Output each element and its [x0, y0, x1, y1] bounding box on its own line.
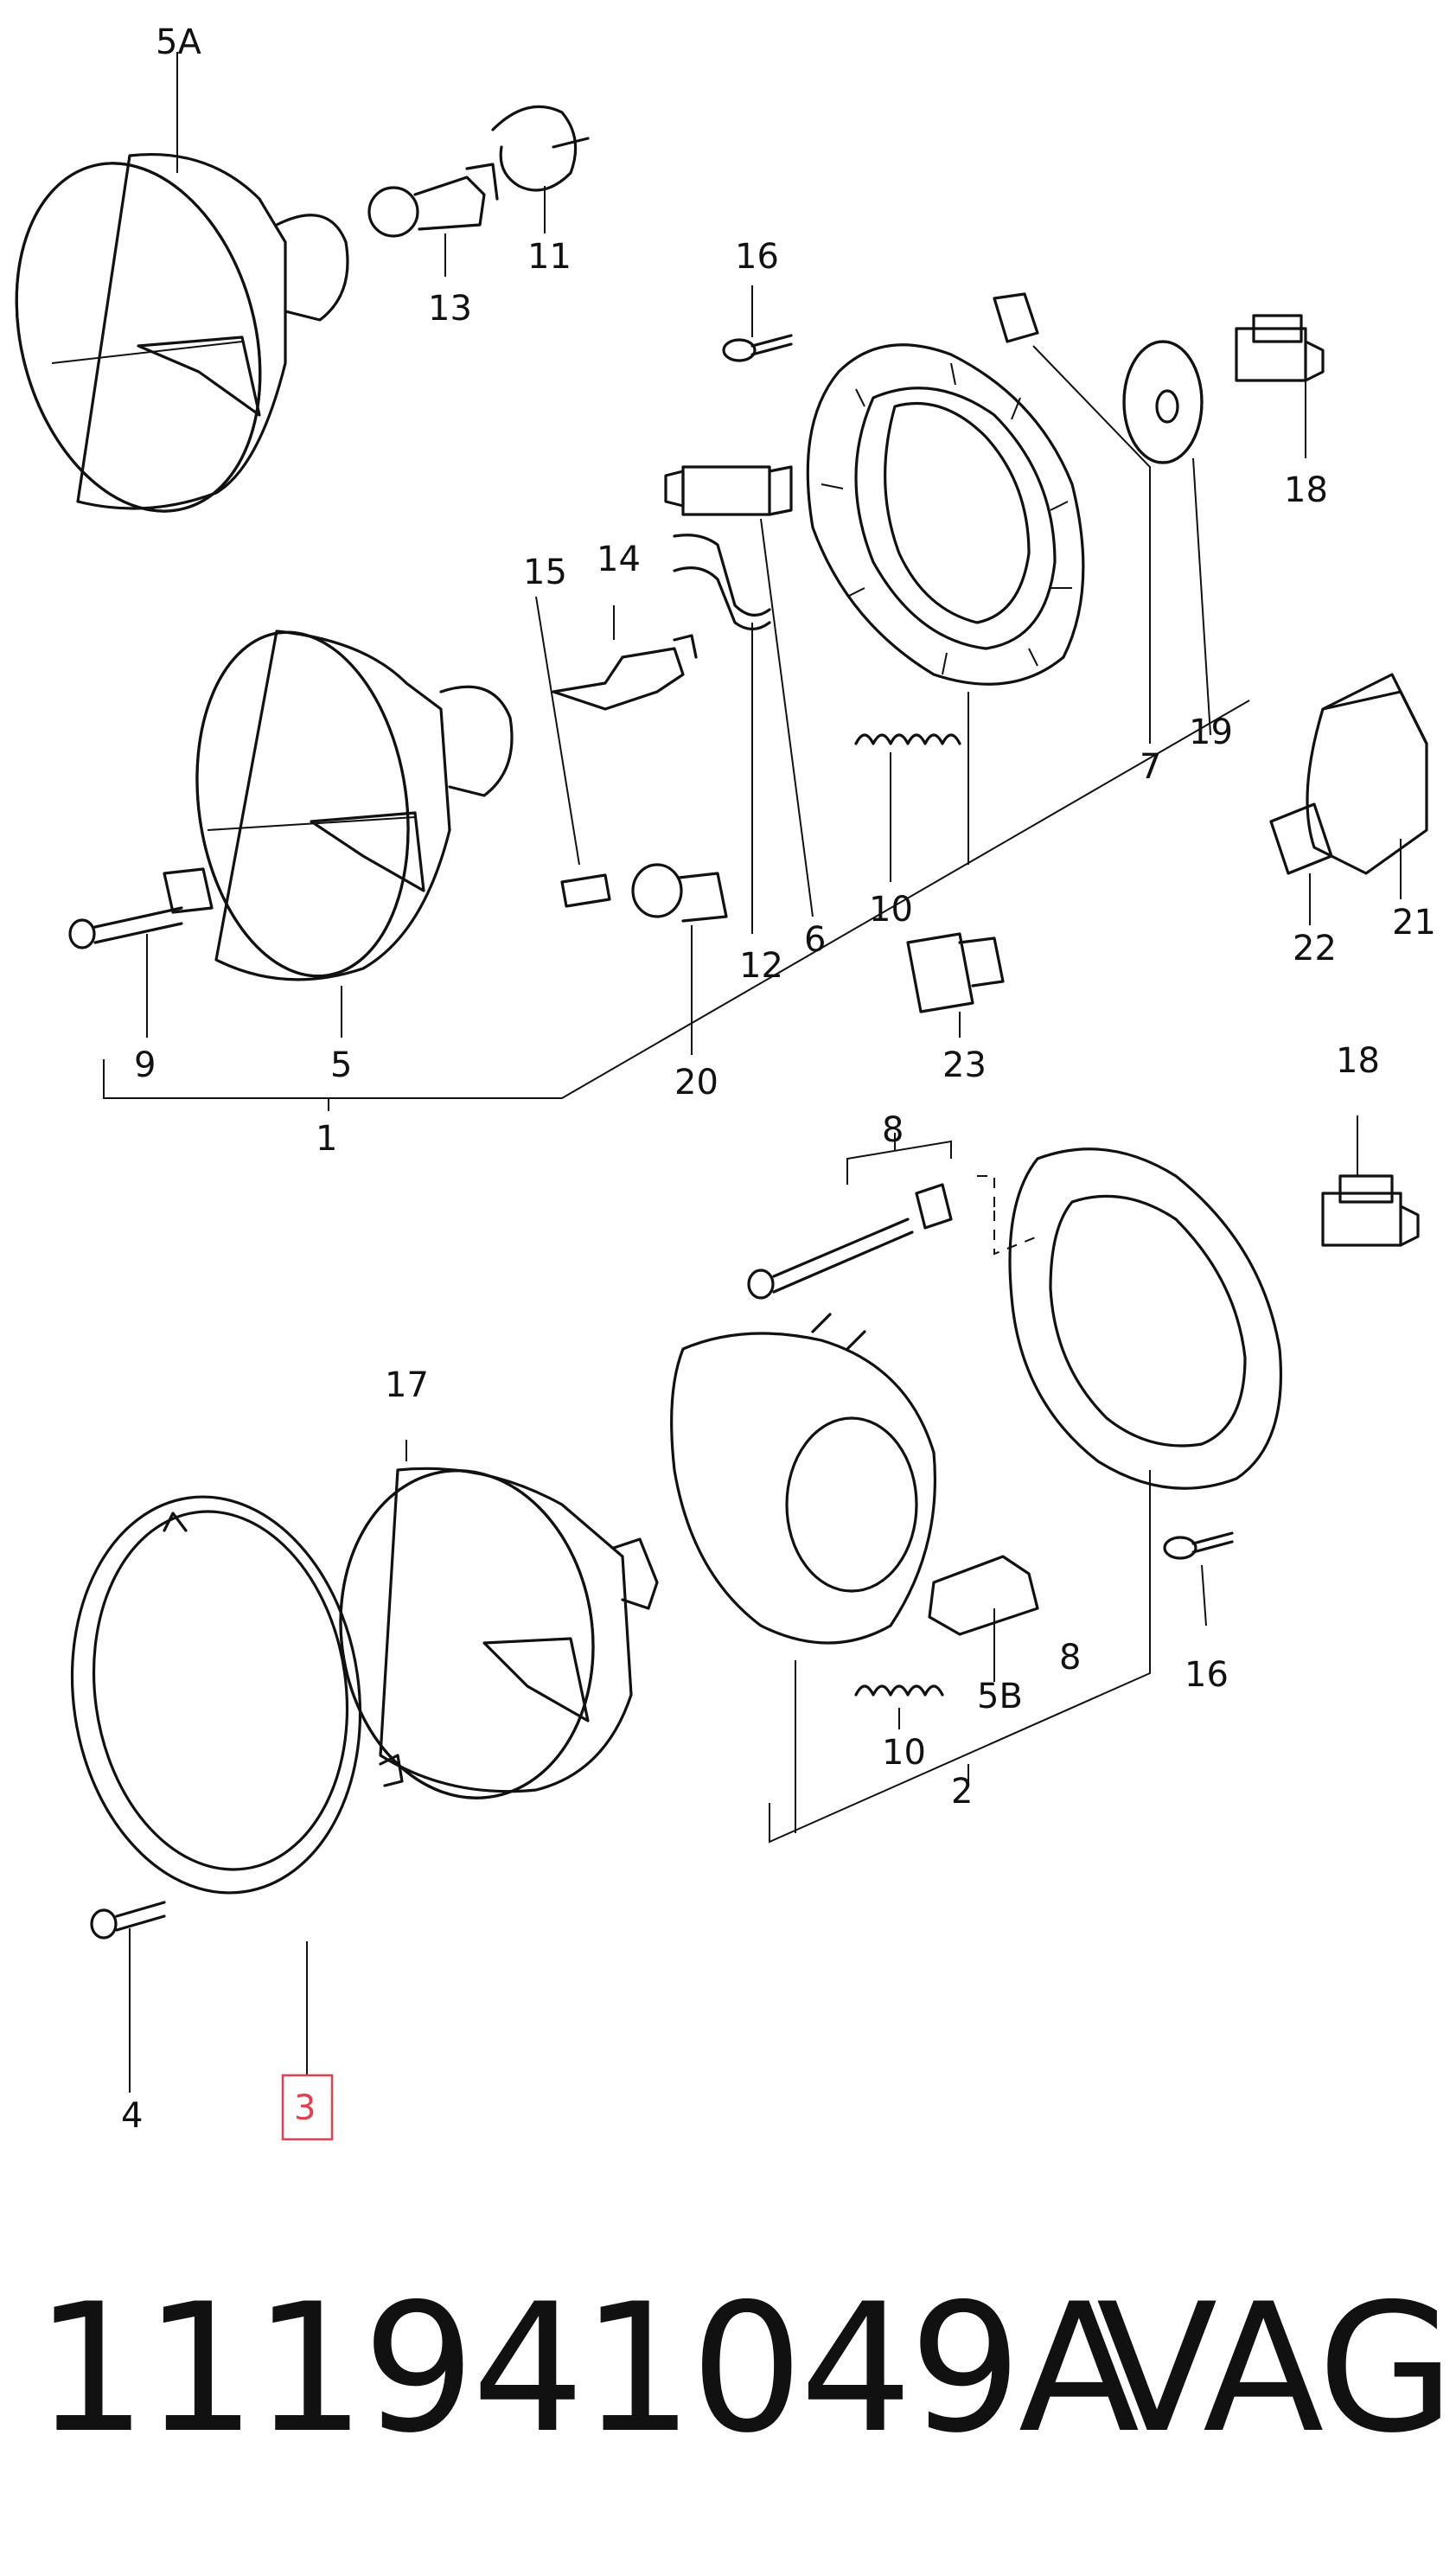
- callout-18: 18: [1284, 470, 1328, 510]
- mounting-frame-lower: [1008, 1147, 1283, 1490]
- trim-ring-3: [70, 1495, 404, 1895]
- retaining-clip-11: [491, 105, 590, 192]
- connector-23: [906, 932, 1005, 1013]
- callout-1: 1: [316, 1119, 337, 1159]
- highlighted-part-box: [281, 2074, 334, 2141]
- adjuster-screw-9: [68, 867, 214, 949]
- callout-11: 11: [527, 237, 572, 277]
- leader-lines: [103, 52, 1402, 2093]
- lamp-housing-21: [1269, 673, 1428, 875]
- exploded-headlight-diagram: 5A 11 13 16 18 15 14 12 6 7 19 10 20 9 5…: [15, 22, 1436, 2141]
- callout-22: 22: [1293, 929, 1337, 968]
- callout-23: 23: [942, 1045, 987, 1085]
- callout-18-lower: 18: [1336, 1041, 1380, 1081]
- screw-16-lower: [1163, 1531, 1234, 1560]
- screw-4: [90, 1901, 166, 1940]
- callout-7: 7: [1140, 747, 1161, 787]
- callout-15: 15: [523, 553, 567, 592]
- headlight-insert-5A: [15, 152, 349, 513]
- callout-19: 19: [1189, 713, 1233, 752]
- callout-17: 17: [385, 1365, 429, 1405]
- clip-7: [993, 292, 1039, 343]
- connector-18-lower: [1321, 1174, 1420, 1247]
- connector-18: [1235, 314, 1325, 382]
- callout-10-lower: 10: [882, 1733, 926, 1773]
- callout-4: 4: [121, 2096, 143, 2136]
- spring-clip-12: [673, 534, 771, 631]
- callout-labels: 5A 11 13 16 18 15 14 12 6 7 19 10 20 9 5…: [121, 22, 1436, 2141]
- mounting-frame-top: [806, 343, 1085, 686]
- callout-5A: 5A: [156, 22, 201, 62]
- callout-16: 16: [735, 237, 779, 277]
- callout-12: 12: [739, 946, 783, 986]
- socket-20: [631, 863, 728, 923]
- callout-3-highlighted: 3: [294, 2088, 316, 2128]
- callout-9: 9: [134, 1045, 156, 1085]
- screw-16: [722, 334, 793, 362]
- grommet-19: [1122, 340, 1204, 464]
- callout-2: 2: [951, 1772, 973, 1812]
- callout-14: 14: [597, 540, 641, 579]
- callout-21: 21: [1392, 903, 1436, 943]
- headlight-insert-5: [195, 630, 514, 981]
- callout-16-lower: 16: [1185, 1655, 1229, 1695]
- bulb-holder-5B: [928, 1555, 1039, 1636]
- callout-13: 13: [428, 289, 472, 329]
- headlight-bucket: [670, 1313, 937, 1645]
- bulb-13: [367, 163, 499, 238]
- callout-5B: 5B: [977, 1677, 1023, 1716]
- callout-10: 10: [869, 890, 913, 930]
- part-info-footer: 111941049A VAG: [0, 2266, 1456, 2473]
- part-number: 111941049A: [35, 2266, 1140, 2472]
- callout-5: 5: [330, 1045, 352, 1085]
- sealed-beam-17: [339, 1467, 659, 1799]
- adjuster-screw-8: [747, 1183, 953, 1300]
- brand-label: VAG: [1096, 2266, 1455, 2472]
- spring-10-lower: [854, 1684, 944, 1697]
- callout-6: 6: [804, 920, 826, 960]
- callout-20: 20: [674, 1063, 718, 1103]
- callout-8-lower: 8: [1059, 1638, 1081, 1678]
- bulb-14: [552, 634, 698, 711]
- bulb-holder-6: [664, 465, 793, 516]
- bulb-15: [560, 873, 611, 908]
- spring-10: [854, 733, 961, 745]
- callout-8: 8: [882, 1110, 904, 1150]
